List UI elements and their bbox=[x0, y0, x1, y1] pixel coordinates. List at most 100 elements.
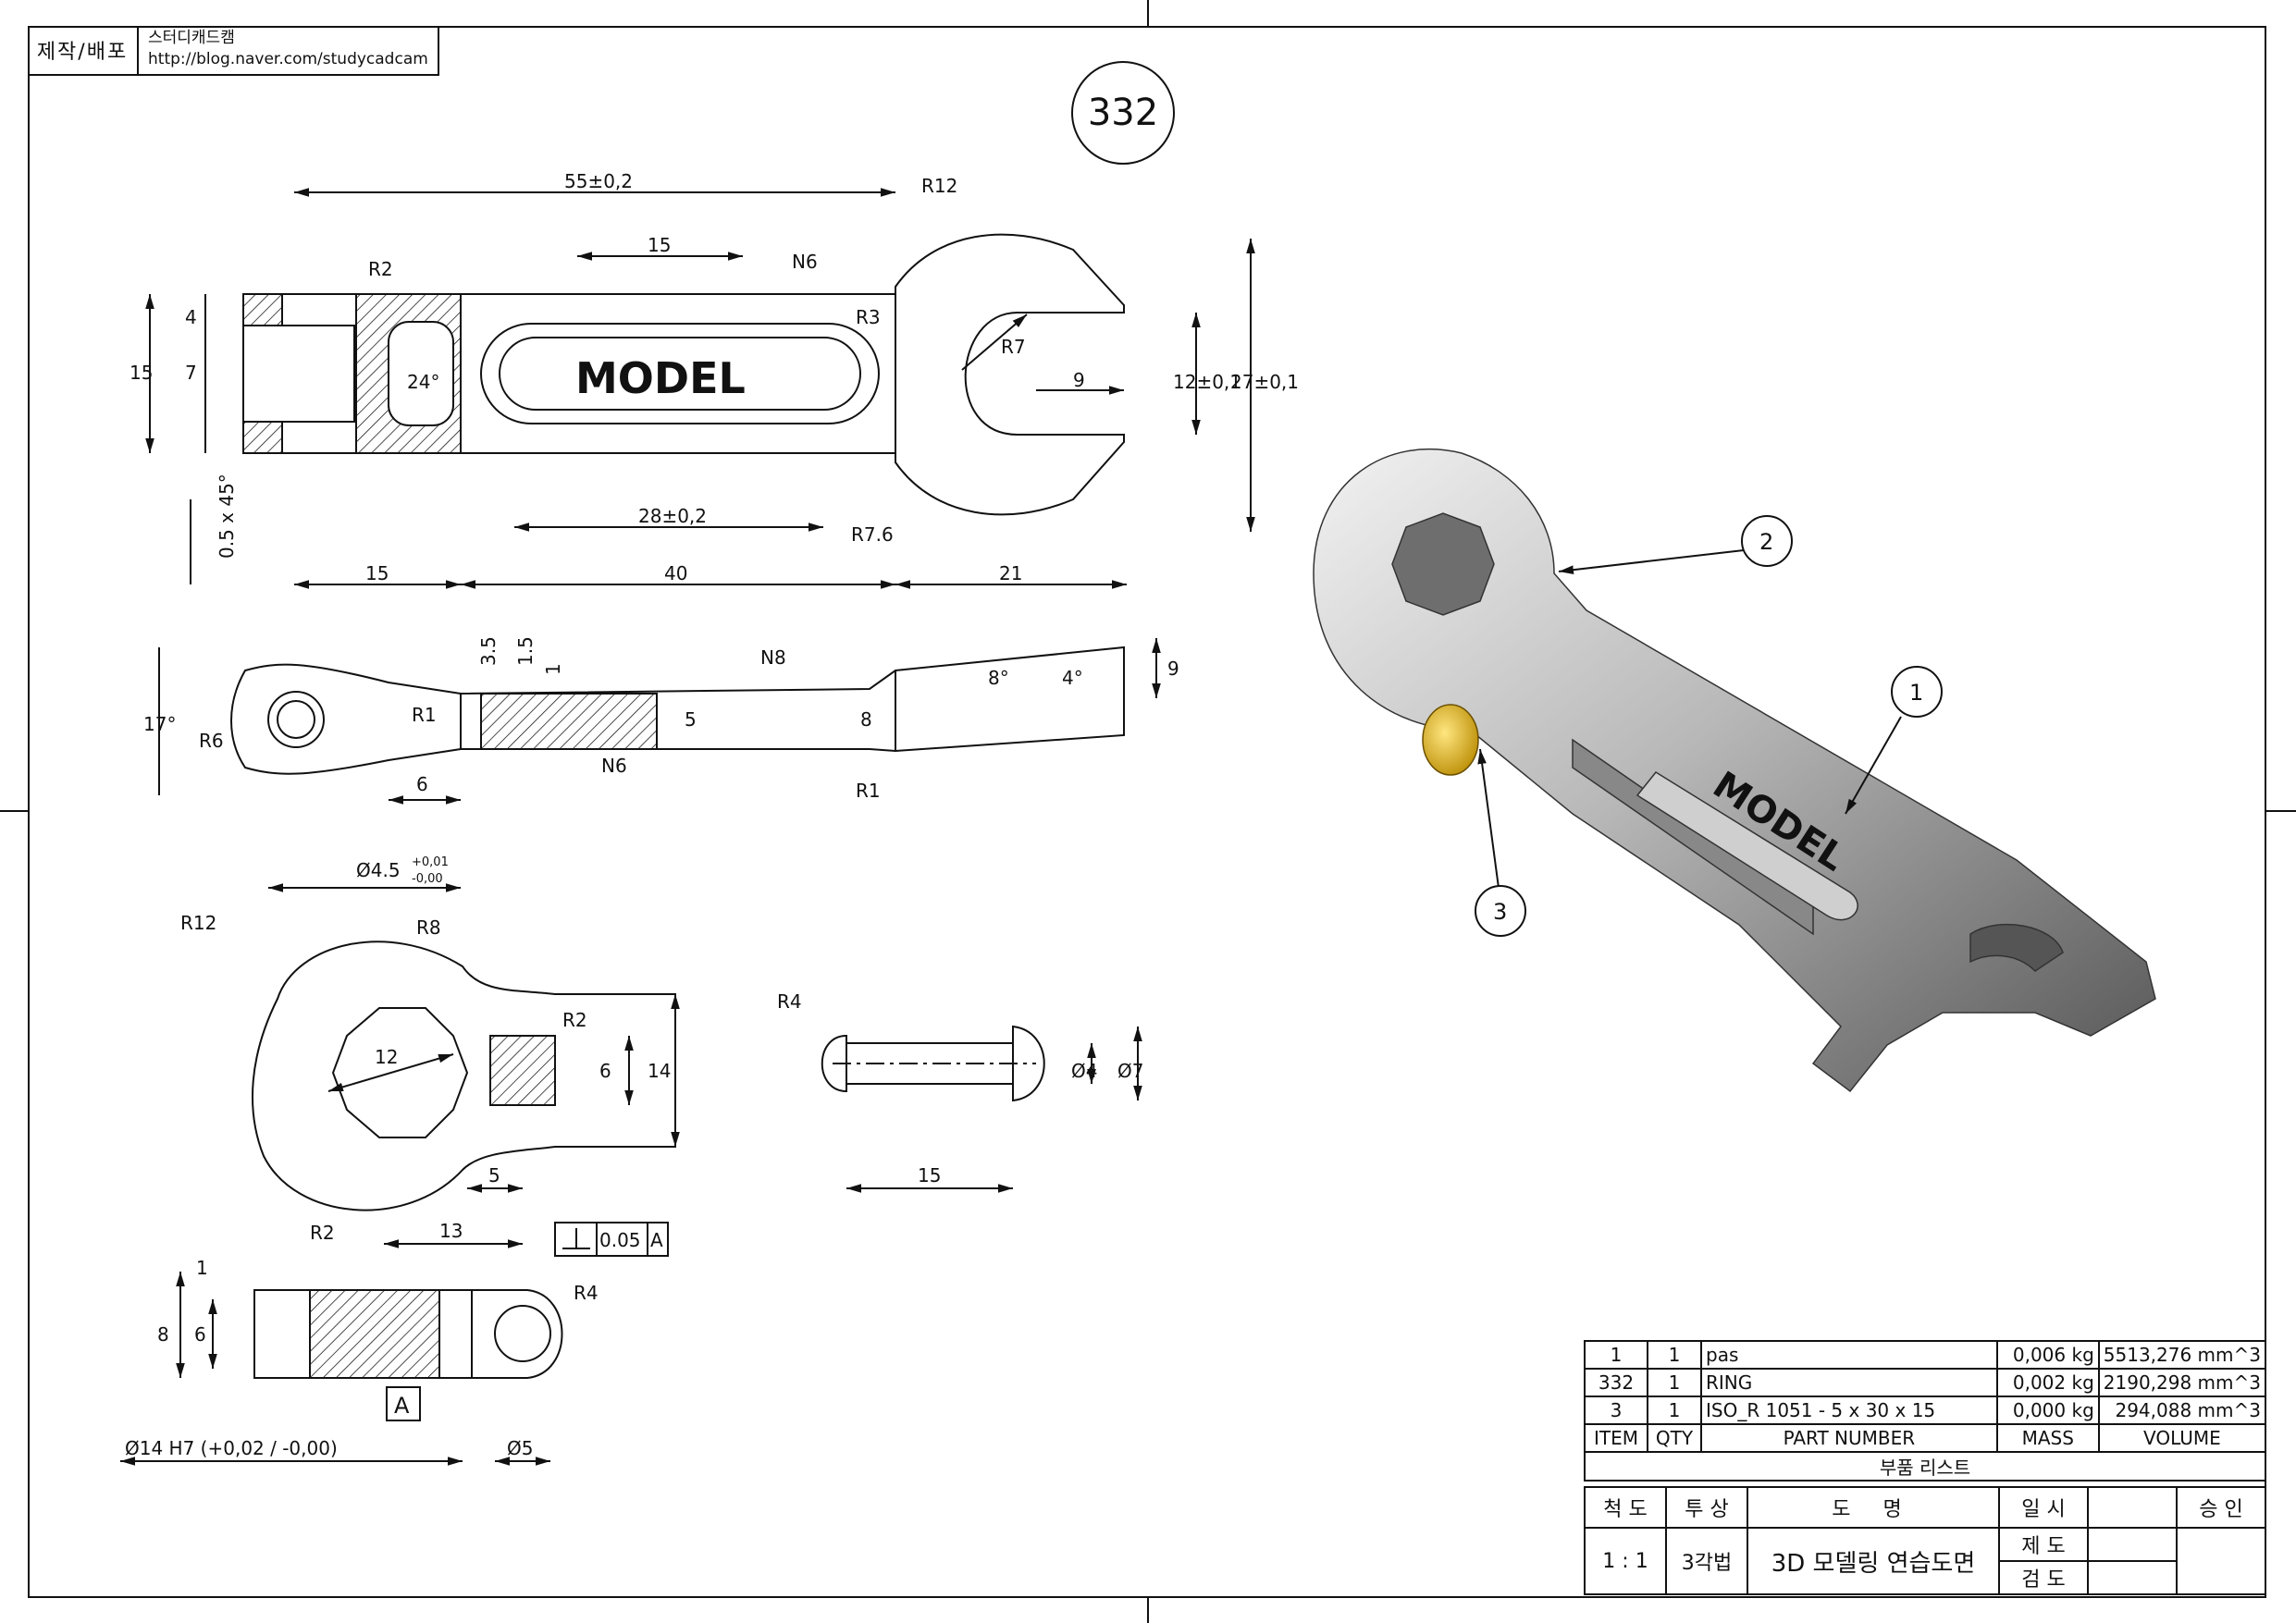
mass-cell: 0,006 kg bbox=[1995, 1340, 2100, 1370]
dim-dia-5: Ø5 bbox=[507, 1437, 533, 1459]
approve-label: 승 인 bbox=[2176, 1486, 2266, 1529]
dim-dia-7: Ø7 bbox=[1117, 1060, 1143, 1082]
dim-15-top: 15 bbox=[648, 234, 671, 256]
parts-header-row: ITEM QTY PART NUMBER MASS VOLUME bbox=[1584, 1423, 2267, 1453]
checked-value bbox=[2087, 1560, 2178, 1595]
dim-chamfer: 0.5 x 45° bbox=[216, 473, 238, 559]
scale-value: 1 : 1 bbox=[1584, 1527, 1667, 1595]
volume-cell: 5513,276 mm^3 bbox=[2097, 1340, 2267, 1370]
item-cell: 332 bbox=[1584, 1368, 1648, 1397]
item-cell: 3 bbox=[1584, 1396, 1648, 1425]
dim-28: 28±0,2 bbox=[638, 505, 707, 527]
surface-n8: N8 bbox=[760, 646, 786, 669]
header-volume: VOLUME bbox=[2097, 1423, 2267, 1453]
pin-view-labels: R4 Ø4 Ø7 15 bbox=[777, 990, 1143, 1187]
dim-dia-4: Ø4 bbox=[1071, 1060, 1097, 1082]
balloon-3: 3 bbox=[1493, 899, 1507, 925]
name-label: 도 명 bbox=[1747, 1486, 2000, 1529]
item-cell: 1 bbox=[1584, 1340, 1648, 1370]
part-cell: RING bbox=[1700, 1368, 1998, 1397]
dim-dia-4-5: Ø4.5 bbox=[356, 859, 401, 881]
iso-render bbox=[1313, 449, 2156, 1093]
dim-r8: R8 bbox=[416, 916, 441, 939]
dim-r6: R6 bbox=[199, 730, 224, 752]
dim-r1-b: R1 bbox=[856, 780, 881, 802]
ring-side-labels: 1 8 6 R4 A Ø14 H7 (+0,02 / -0,00) Ø5 bbox=[125, 1257, 599, 1459]
center-mark-bottom bbox=[1147, 1597, 1149, 1623]
drawn-label: 제 도 bbox=[1998, 1527, 2089, 1562]
dim-r3: R3 bbox=[856, 306, 881, 328]
part-cell: pas bbox=[1700, 1340, 1998, 1370]
tol-plus: +0,01 bbox=[412, 855, 449, 869]
dim-1: 1 bbox=[542, 663, 564, 675]
header-url[interactable]: http://blog.naver.com/studycadcam bbox=[148, 50, 428, 68]
surface-n6: N6 bbox=[792, 251, 818, 273]
header-mass: MASS bbox=[1995, 1423, 2100, 1453]
parts-row: 332 1 RING 0,002 kg 2190,298 mm^3 bbox=[1584, 1368, 2267, 1397]
dim-5-ring: 5 bbox=[488, 1164, 500, 1187]
header-label: 제작/배포 bbox=[28, 26, 139, 74]
dim-3-5: 3.5 bbox=[477, 636, 500, 666]
parts-caption-row: 부품 리스트 bbox=[1584, 1451, 2266, 1482]
dim-r2: R2 bbox=[368, 258, 393, 280]
dim-6-side: 6 bbox=[416, 773, 428, 795]
projection-value: 3각법 bbox=[1665, 1527, 1748, 1595]
dim-8deg: 8° bbox=[988, 667, 1009, 689]
ring-side-view bbox=[120, 1272, 563, 1466]
approve-value bbox=[2176, 1527, 2266, 1595]
dim-7: 7 bbox=[185, 362, 197, 384]
dim-21: 21 bbox=[999, 562, 1022, 584]
dim-15-bottom: 15 bbox=[365, 562, 389, 584]
parts-row: 1 1 pas 0,006 kg 5513,276 mm^3 bbox=[1584, 1340, 2267, 1370]
side-view-labels: 3.5 1.5 1 N8 8° 4° 9 17° R6 R1 5 8 R1 N6… bbox=[143, 636, 1179, 886]
dim-r4-pin: R4 bbox=[777, 990, 802, 1013]
dim-r4-ring-side: R4 bbox=[574, 1282, 599, 1304]
center-mark-left bbox=[0, 810, 28, 812]
dim-r7: R7 bbox=[1001, 336, 1026, 358]
qty-cell: 1 bbox=[1647, 1340, 1702, 1370]
model-emboss: MODEL bbox=[575, 353, 746, 403]
dim-15-left: 15 bbox=[130, 362, 153, 384]
dim-9-side: 9 bbox=[1167, 658, 1179, 680]
dim-4: 4 bbox=[185, 306, 197, 328]
dim-r12: R12 bbox=[921, 175, 957, 197]
part-cell: ISO_R 1051 - 5 x 30 x 15 bbox=[1700, 1396, 1998, 1425]
dim-6-ring-side: 6 bbox=[194, 1323, 206, 1346]
qty-cell: 1 bbox=[1647, 1368, 1702, 1397]
parts-row: 3 1 ISO_R 1051 - 5 x 30 x 15 0,000 kg 29… bbox=[1584, 1396, 2267, 1425]
dim-1-ring-side: 1 bbox=[196, 1257, 208, 1279]
balloons bbox=[1475, 515, 1943, 937]
tol-minus: -0,00 bbox=[412, 872, 443, 886]
drawn-value bbox=[2087, 1527, 2178, 1562]
dim-6-ring: 6 bbox=[599, 1060, 611, 1082]
dim-r7-6: R7.6 bbox=[851, 523, 894, 546]
center-mark-right bbox=[2266, 810, 2296, 812]
dim-12-ring: 12 bbox=[375, 1046, 398, 1068]
dim-r2-ring: R2 bbox=[562, 1009, 587, 1031]
parts-list: 1 1 pas 0,006 kg 5513,276 mm^3 332 1 RIN… bbox=[1584, 1340, 2267, 1482]
drawing-number: 332 bbox=[1071, 61, 1175, 165]
tol-perp: 0.05 bbox=[599, 1229, 641, 1251]
distribution-header: 제작/배포 스터디캐드캠 http://blog.naver.com/study… bbox=[28, 26, 439, 76]
dim-8-side: 8 bbox=[860, 708, 872, 731]
header-qty: QTY bbox=[1647, 1423, 1702, 1453]
surface-n6-b: N6 bbox=[601, 755, 627, 777]
mass-cell: 0,000 kg bbox=[1995, 1396, 2100, 1425]
volume-cell: 294,088 mm^3 bbox=[2097, 1396, 2267, 1425]
datum-a-ref: A bbox=[650, 1229, 663, 1251]
qty-cell: 1 bbox=[1647, 1396, 1702, 1425]
balloon-2: 2 bbox=[1759, 529, 1773, 555]
dim-r1-a: R1 bbox=[412, 704, 437, 726]
dim-r2-ring-b: R2 bbox=[310, 1222, 335, 1244]
dim-13: 13 bbox=[439, 1220, 463, 1242]
date-value bbox=[2087, 1486, 2178, 1529]
center-mark-top bbox=[1147, 0, 1149, 26]
balloon-labels: 2 1 3 bbox=[1493, 529, 1923, 925]
drawing-name: 3D 모델링 연습도면 bbox=[1747, 1527, 2000, 1595]
dim-r12-ring: R12 bbox=[180, 912, 216, 934]
header-info: 스터디캐드캠 http://blog.naver.com/studycadcam bbox=[139, 26, 438, 74]
scale-label: 척 도 bbox=[1584, 1486, 1667, 1529]
dim-8-ring-side: 8 bbox=[157, 1323, 169, 1346]
header-item: ITEM bbox=[1584, 1423, 1648, 1453]
